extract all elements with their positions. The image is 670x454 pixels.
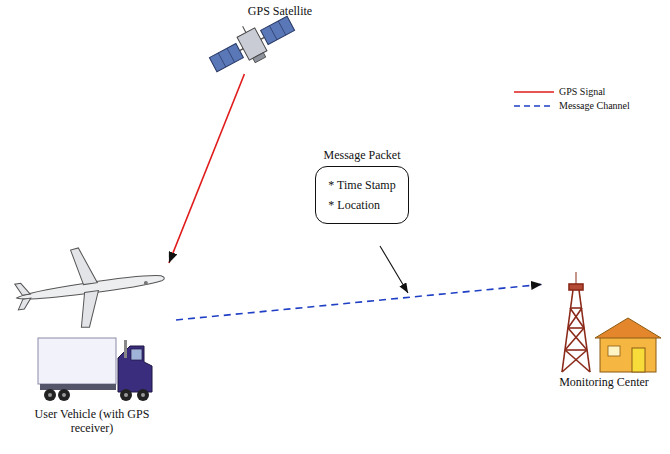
packet-outline: * Time Stamp* Location <box>315 166 408 224</box>
packet-heading: Message Packet <box>324 148 401 162</box>
legend-sample <box>514 91 554 93</box>
monitoring-center-node: Monitoring Center <box>542 265 666 389</box>
leader-line <box>380 246 408 293</box>
connector-line <box>169 74 244 263</box>
legend-text: GPS Signal <box>559 86 605 98</box>
connector-line <box>176 284 542 320</box>
legend-entry: GPS Signal <box>559 86 605 98</box>
vehicle-node: User Vehicle (with GPS receiver) <box>8 263 176 435</box>
legend-sample <box>514 105 554 107</box>
satellite-node: GPS Satellite <box>222 4 338 74</box>
truck-icon <box>38 338 152 401</box>
drone-icon <box>11 237 170 337</box>
legend-entry: Message Channel <box>559 100 630 112</box>
tower-icon <box>562 272 590 372</box>
packet-field: * Time Stamp <box>328 175 395 195</box>
node-label: User Vehicle (with GPS receiver) <box>32 407 152 435</box>
message-packet-box: Message Packet * Time Stamp* Location <box>300 148 424 244</box>
node-label: GPS Satellite <box>248 4 312 18</box>
node-label: Monitoring Center <box>559 375 649 389</box>
house-icon <box>595 318 661 372</box>
legend-text: Message Channel <box>559 100 630 112</box>
packet-field: * Location <box>328 195 395 215</box>
